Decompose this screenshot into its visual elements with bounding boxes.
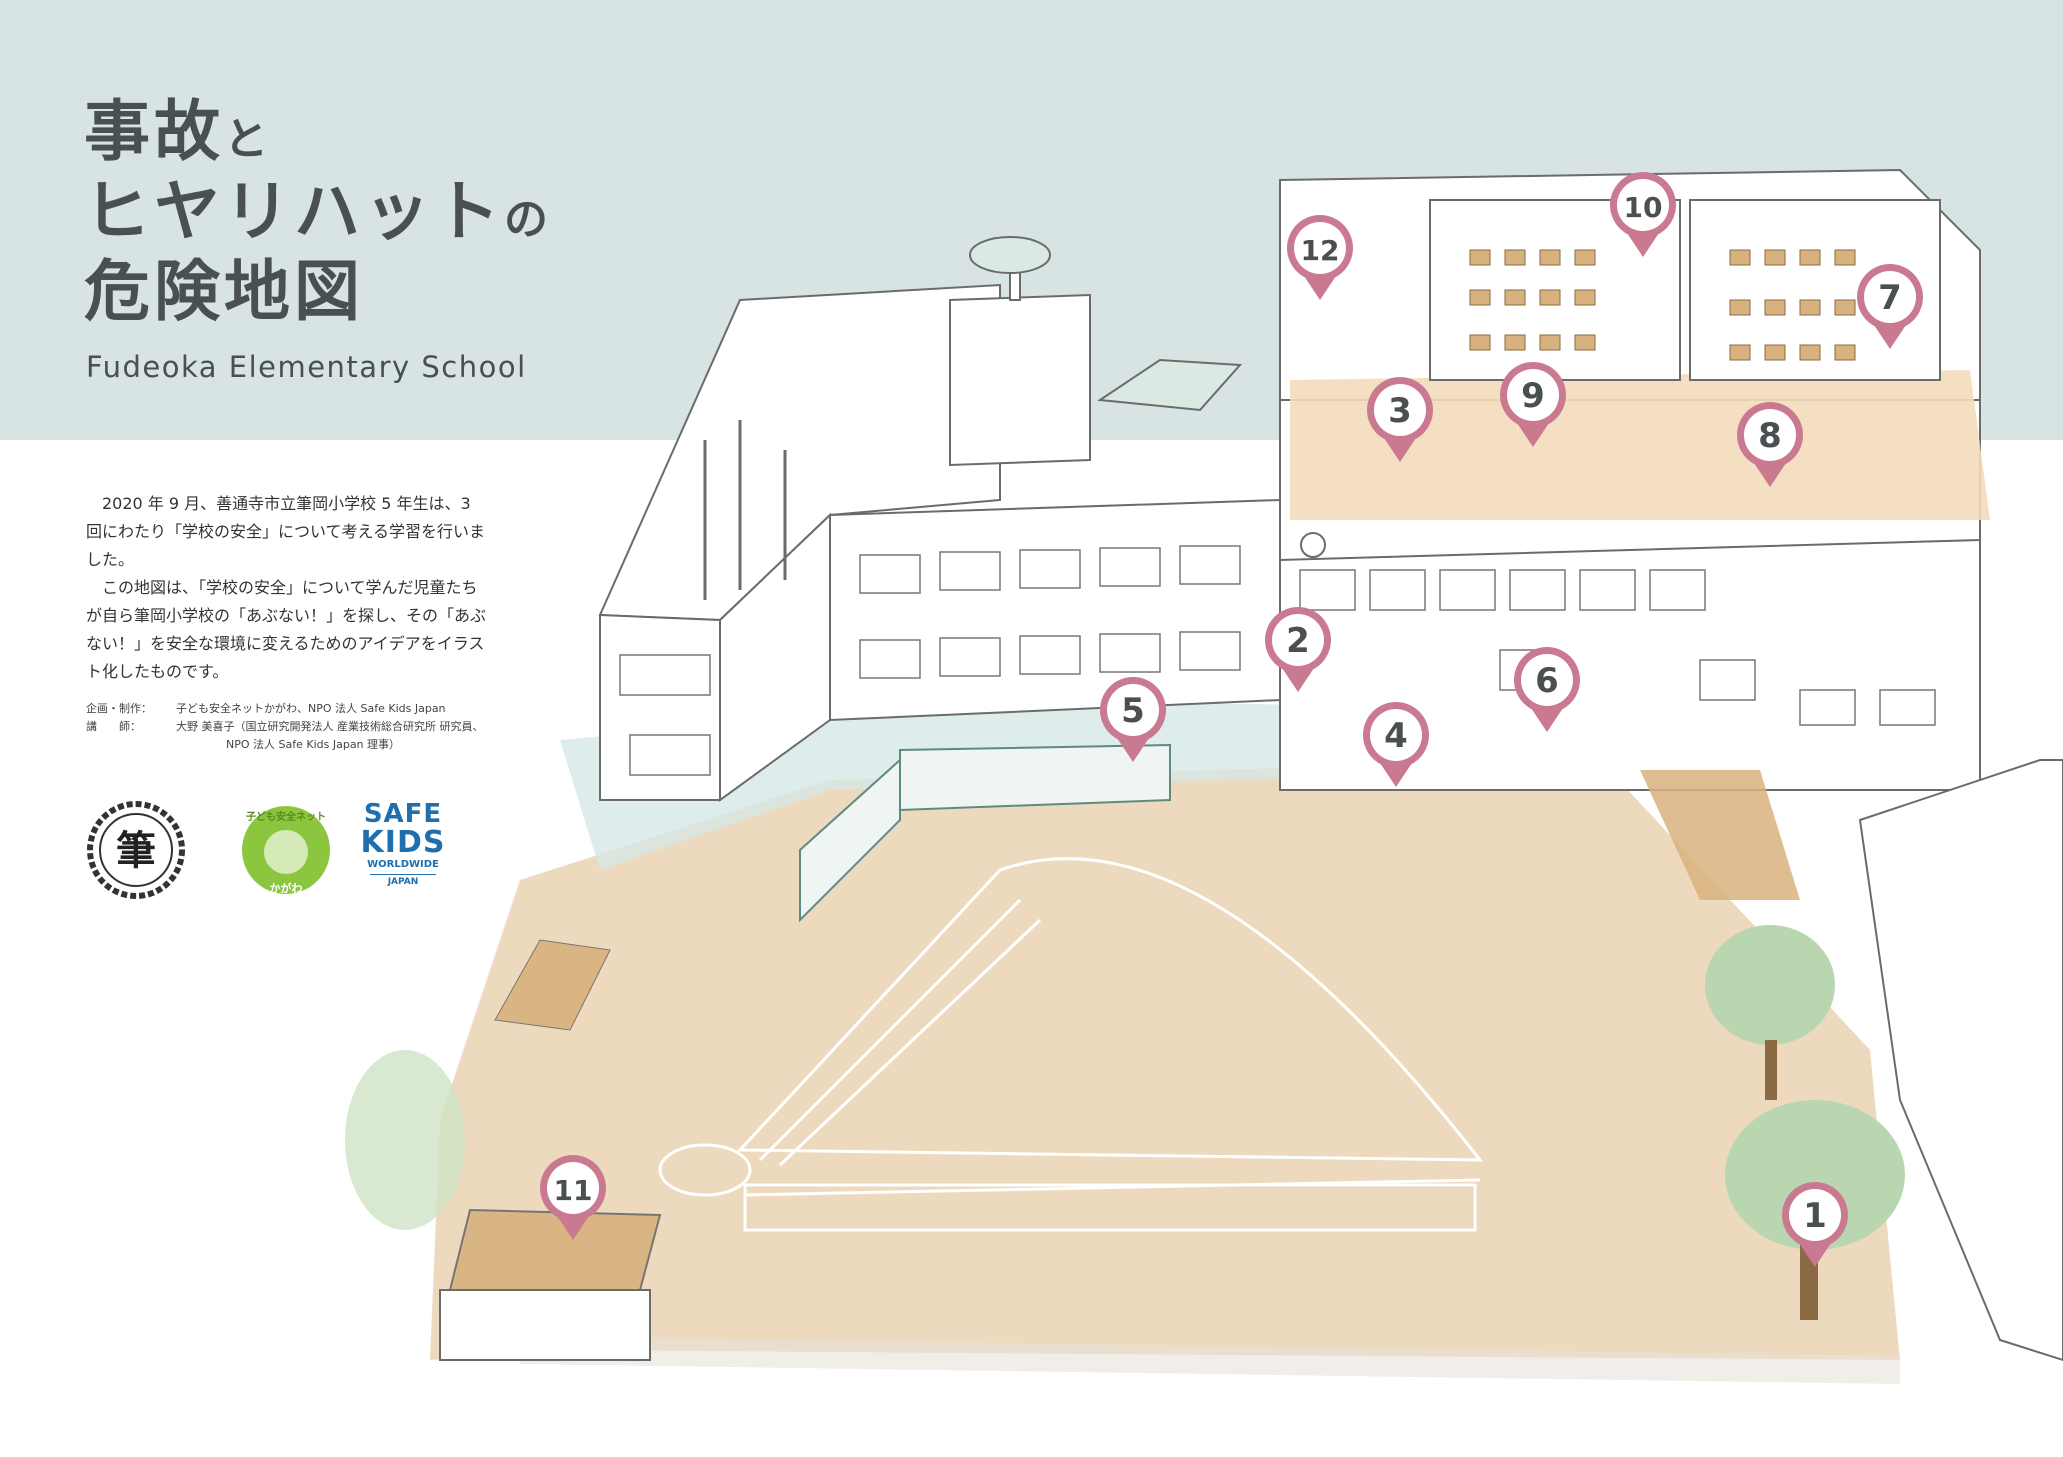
running-track bbox=[658, 857, 1484, 1232]
marker-label: 8 bbox=[1758, 416, 1782, 456]
intro-paragraph-2: この地図は、「学校の安全」について学んだ児童たちが自ら筆岡小学校の「あぶない！」… bbox=[86, 578, 487, 681]
trees bbox=[345, 925, 1905, 1320]
marker-label: 6 bbox=[1535, 661, 1559, 701]
marker-face bbox=[1374, 384, 1426, 436]
classroom-desks bbox=[1469, 249, 1856, 361]
fudeoka-school-emblem: 筆 bbox=[87, 801, 185, 899]
kagawa-bottom-text: かがわ bbox=[270, 881, 303, 895]
marker-label: 10 bbox=[1624, 191, 1663, 224]
safe-kids-logo: SAFE KIDS WORLDWIDE JAPAN bbox=[360, 799, 446, 887]
marker-label: 11 bbox=[554, 1174, 593, 1207]
hazard-marker-8[interactable]: 8 bbox=[1737, 402, 1803, 487]
marker-face bbox=[1744, 409, 1796, 461]
marker-label: 1 bbox=[1803, 1196, 1827, 1236]
left-wing-windows bbox=[619, 545, 1241, 776]
right-building bbox=[1858, 759, 2063, 1362]
title-particle: の bbox=[504, 194, 550, 245]
logos: 筆 子ども安全ネット かがわ SAFE KIDS WORLDWIDE JAPAN bbox=[86, 800, 446, 910]
title-particle: と bbox=[224, 114, 270, 165]
marker-label: 7 bbox=[1878, 278, 1902, 318]
hazard-marker-10[interactable]: 10 bbox=[1610, 172, 1676, 257]
clock-icon bbox=[1300, 532, 1326, 558]
ground-edge-shadow bbox=[519, 1336, 1901, 1384]
courtyard-fence bbox=[799, 743, 1171, 923]
marker-label: 3 bbox=[1388, 391, 1412, 431]
marker-label: 4 bbox=[1384, 716, 1408, 756]
credits: 企画・制作： 子ども安全ネットかがわ、NPO 法人 Safe Kids Japa… bbox=[86, 700, 506, 754]
rooftop-panel bbox=[1097, 358, 1243, 412]
marker-face bbox=[1107, 684, 1159, 736]
flag-poles bbox=[703, 420, 787, 600]
marker-face bbox=[1294, 222, 1346, 274]
title-text: 事故 bbox=[84, 93, 224, 170]
title-text: 危険地図 bbox=[84, 253, 364, 330]
marker-face bbox=[1864, 271, 1916, 323]
left-shed-roof bbox=[494, 939, 611, 1031]
hazard-marker-2[interactable]: 2 bbox=[1265, 607, 1331, 692]
subtitle: Fudeoka Elementary School bbox=[86, 350, 527, 384]
credit-planning: 企画・制作： 子ども安全ネットかがわ、NPO 法人 Safe Kids Japa… bbox=[86, 702, 446, 715]
marker-label: 12 bbox=[1301, 234, 1340, 267]
marker-face bbox=[1272, 614, 1324, 666]
marker-label: 9 bbox=[1521, 376, 1545, 416]
kagawa-top-text: 子ども安全ネット bbox=[246, 810, 326, 823]
marker-face bbox=[1507, 369, 1559, 421]
schoolyard-ground bbox=[430, 760, 1900, 1360]
hazard-marker-1[interactable]: 1 bbox=[1782, 1182, 1848, 1267]
title-line-1: 事故と bbox=[84, 78, 270, 174]
hazard-marker-9[interactable]: 9 bbox=[1500, 362, 1566, 447]
hazard-marker-12[interactable]: 12 bbox=[1287, 215, 1353, 300]
hazard-marker-3[interactable]: 3 bbox=[1367, 377, 1433, 462]
marker-face bbox=[1521, 654, 1573, 706]
title-line-2: ヒヤリハットの bbox=[84, 158, 550, 254]
left-wing-building bbox=[598, 283, 1281, 802]
marker-face bbox=[1617, 179, 1669, 231]
marker-face bbox=[547, 1162, 599, 1214]
hazard-marker-6[interactable]: 6 bbox=[1514, 647, 1580, 732]
entrance-deck bbox=[1640, 770, 1800, 900]
hazard-marker-4[interactable]: 4 bbox=[1363, 702, 1429, 787]
corridor-floor-highlight bbox=[1290, 370, 1990, 520]
emblem-char: 筆 bbox=[116, 828, 156, 874]
marker-face bbox=[1789, 1189, 1841, 1241]
rooftop-structure bbox=[949, 236, 1091, 467]
credit-lecturer: 講 師： 大野 美喜子（国立研究開発法人 産業技術総合研究所 研究員、 bbox=[86, 720, 484, 733]
kagawa-safety-net-logo: 子ども安全ネット かがわ bbox=[242, 806, 330, 895]
hazard-marker-5[interactable]: 5 bbox=[1100, 677, 1166, 762]
marker-label: 2 bbox=[1286, 621, 1310, 661]
hazard-marker-7[interactable]: 7 bbox=[1857, 264, 1923, 349]
credit-lecturer-cont: NPO 法人 Safe Kids Japan 理事） bbox=[226, 738, 401, 751]
marker-label: 5 bbox=[1121, 691, 1145, 731]
title-line-3: 危険地図 bbox=[84, 238, 364, 334]
marker-face bbox=[1370, 709, 1422, 761]
intro-text: 2020 年 9 月、善通寺市立筆岡小学校 5 年生は、3 回にわたり「学校の安… bbox=[86, 490, 486, 686]
intro-paragraph-1: 2020 年 9 月、善通寺市立筆岡小学校 5 年生は、3 回にわたり「学校の安… bbox=[86, 494, 486, 569]
hazard-marker-11[interactable]: 11 bbox=[540, 1155, 606, 1240]
title-text: ヒヤリハット bbox=[84, 173, 504, 250]
storage-shed bbox=[439, 1208, 662, 1361]
